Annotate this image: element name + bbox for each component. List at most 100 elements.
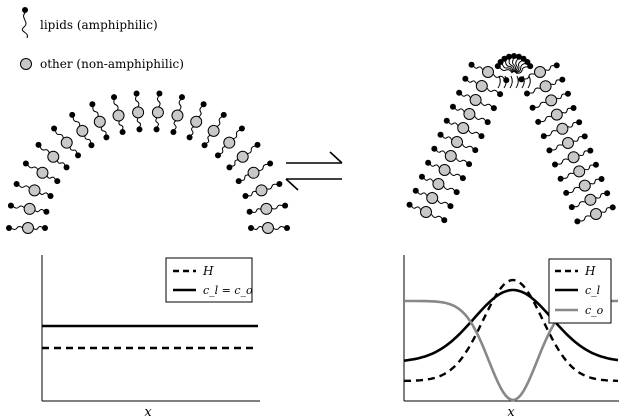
- lipid-tail: [584, 164, 595, 171]
- lipid-legend-icon: [21, 7, 28, 39]
- lipid-head: [276, 180, 283, 187]
- other-molecule: [247, 166, 260, 179]
- lipid-head: [459, 175, 466, 182]
- lipid-head: [441, 217, 448, 224]
- top-legend: lipids (amphiphilic) other (non-amphiphi…: [20, 7, 184, 71]
- other-molecule: [463, 108, 476, 120]
- other-molecule: [578, 179, 591, 192]
- lipid-head: [418, 173, 425, 180]
- right-legend-co: c_o: [585, 304, 604, 317]
- lipid-tail: [514, 59, 523, 73]
- lipid-tail: [595, 192, 606, 199]
- lipid-tail: [34, 208, 45, 213]
- lipid-tail: [539, 115, 552, 123]
- lipid-tail: [435, 149, 446, 154]
- lipid-head: [453, 189, 460, 196]
- lipid-head: [447, 203, 454, 210]
- lipid-tail: [266, 183, 278, 190]
- lipid-tail: [230, 159, 239, 167]
- lipid-head: [133, 90, 140, 97]
- lipid-head: [170, 129, 177, 136]
- lipid-tail: [190, 125, 195, 137]
- lipid-tail: [46, 175, 57, 181]
- lipid-head: [501, 55, 508, 62]
- lipid-head: [574, 218, 581, 225]
- lipid-tail: [497, 75, 501, 89]
- lipid-head: [425, 159, 432, 166]
- other-molecule: [171, 109, 184, 122]
- lipid-tail: [573, 136, 584, 142]
- lipid-tail: [246, 145, 256, 155]
- lipid-head: [284, 225, 290, 231]
- lipid-head: [557, 175, 564, 182]
- equilibrium-arrows-icon: [285, 151, 343, 191]
- lipid-head: [568, 204, 575, 211]
- lipid-head: [443, 117, 450, 124]
- other-molecule: [28, 184, 41, 197]
- other-molecule: [584, 193, 597, 206]
- lipid-tail: [38, 191, 50, 196]
- lipid-tail: [113, 98, 119, 111]
- lipid-tail: [508, 58, 515, 73]
- lipid-head: [235, 178, 242, 185]
- lipid-head: [226, 164, 233, 171]
- lipid-head: [35, 141, 42, 148]
- lipid-tail: [219, 145, 227, 155]
- lipid-tail: [417, 191, 428, 196]
- lipid-tail: [18, 184, 31, 189]
- left-legend-box: H c_l = c_o: [165, 257, 253, 303]
- lipid-tail: [69, 146, 78, 154]
- other-molecule: [76, 124, 89, 137]
- lipid-tail: [466, 79, 477, 84]
- other-molecule: [255, 184, 268, 197]
- lipid-tail: [272, 226, 286, 230]
- lipid-head: [563, 189, 570, 196]
- lipid-tail: [56, 159, 66, 167]
- other-molecule: [236, 150, 249, 163]
- lipid-head: [156, 90, 163, 97]
- other-molecule: [590, 208, 602, 220]
- lipid-tail: [155, 117, 159, 128]
- lipid-head: [88, 142, 95, 149]
- other-molecule: [432, 178, 445, 190]
- lipid-tail: [556, 158, 569, 165]
- lipid-tail: [503, 75, 507, 89]
- other-molecule: [457, 122, 470, 134]
- lipid-tail: [515, 75, 519, 89]
- lipid-tail: [271, 204, 284, 210]
- lipid-head: [559, 76, 566, 83]
- lipid-tail: [216, 116, 223, 128]
- other-molecule: [469, 94, 482, 106]
- lipid-tail: [247, 190, 257, 197]
- lipid-tail: [454, 107, 465, 112]
- lipid-head: [472, 147, 479, 154]
- lipid-head: [462, 75, 469, 82]
- lipid-tail: [449, 172, 462, 178]
- right-legend-cl: c_l: [585, 284, 601, 297]
- other-molecule: [556, 122, 569, 135]
- lipid-head: [103, 134, 110, 141]
- lipid-head: [89, 101, 96, 108]
- lipid-tail: [156, 95, 161, 108]
- lipid-head: [570, 104, 577, 111]
- lipid-tail: [429, 163, 440, 168]
- lipid-tail: [534, 101, 546, 108]
- lipid-head: [535, 118, 542, 125]
- lipid-tail: [515, 66, 529, 74]
- lipid-head: [7, 202, 14, 209]
- lipid-tail: [601, 207, 612, 213]
- lipid-tail: [499, 66, 513, 74]
- lipid-tail: [441, 135, 452, 140]
- lipid-head: [478, 133, 485, 140]
- lipid-head: [63, 164, 70, 171]
- lipid-head: [214, 152, 221, 159]
- lipid-tail: [410, 205, 421, 210]
- lipid-head: [220, 111, 227, 118]
- lipid-head: [551, 161, 558, 168]
- other-molecule: [444, 150, 457, 162]
- other-molecule: [23, 202, 36, 215]
- lipid-tail: [551, 144, 563, 151]
- other-molecule: [482, 66, 494, 78]
- lipid-head: [484, 119, 491, 126]
- lipid-head: [604, 190, 611, 197]
